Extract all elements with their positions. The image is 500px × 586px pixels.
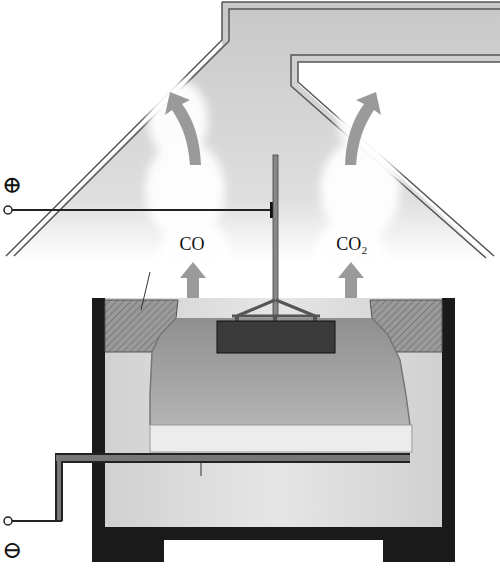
leader-line [141, 272, 150, 310]
polarity-sign: ⊕ [2, 173, 22, 197]
electrolyte-bath [150, 318, 410, 425]
positive-terminal [4, 206, 12, 214]
exhaust-hood [6, 2, 500, 262]
cathode-bar [12, 454, 410, 521]
gas-plume [145, 80, 400, 305]
negative-terminal [4, 517, 12, 525]
molten-aluminium [150, 425, 412, 452]
polarity-sign: ⊖ [2, 538, 22, 562]
gas-label: CO₂ [336, 235, 367, 253]
leader-line [201, 462, 202, 476]
anode-assembly [12, 155, 335, 353]
cell-housing [92, 298, 455, 562]
gas-label: CO [179, 235, 204, 253]
